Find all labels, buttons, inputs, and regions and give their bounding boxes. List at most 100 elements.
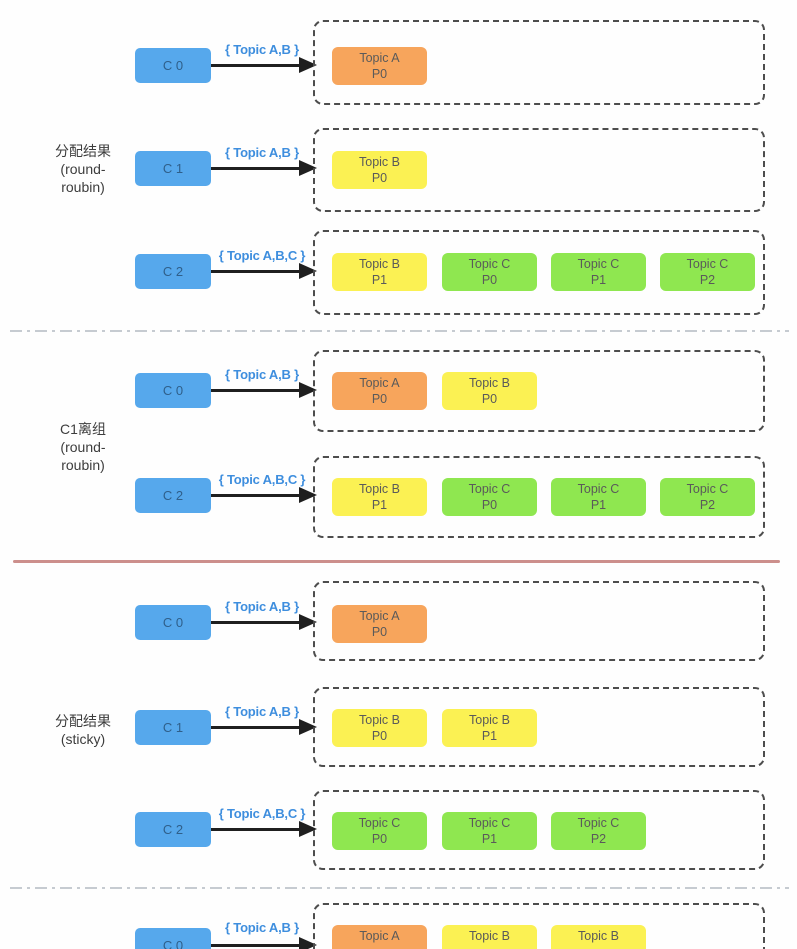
partition-container: Topic B P1 Topic C P0 Topic C P1 Topic C…	[313, 230, 765, 315]
partition-container: Topic B P0 Topic B P1	[313, 687, 765, 767]
partition-box: Topic A	[332, 925, 427, 949]
partition-box: Topic B P0	[332, 151, 427, 189]
arrow-right-icon	[211, 57, 317, 73]
section-separator	[10, 887, 789, 889]
partition-topic-label: Topic C	[468, 257, 511, 271]
partition-box: Topic B P1	[332, 253, 427, 291]
partition-topic-label: Topic A	[359, 929, 400, 943]
partition-id-label: P0	[371, 392, 388, 406]
consumer-box: C 0	[135, 373, 211, 408]
partition-id-label: P1	[371, 498, 388, 512]
partition-id-label: P0	[371, 67, 388, 81]
partition-topic-label: Topic C	[468, 816, 511, 830]
partition-box: Topic C P2	[660, 478, 755, 516]
partition-topic-label: Topic B	[469, 929, 510, 943]
consumer-box: C 0	[135, 48, 211, 83]
partition-box: Topic A P0	[332, 605, 427, 643]
consumer-box: C 1	[135, 151, 211, 186]
partition-id-label: P0	[481, 392, 498, 406]
partition-box: Topic C P0	[442, 478, 537, 516]
partition-id-label: P0	[481, 273, 498, 287]
partition-topic-label: Topic B	[469, 376, 510, 390]
partition-topic-label: Topic C	[468, 482, 511, 496]
partition-container: Topic A P0 Topic B P0	[313, 350, 765, 432]
subscription-label: { Topic A,B }	[225, 145, 299, 160]
section-separator-red	[13, 560, 780, 563]
arrow-right-icon	[211, 487, 317, 503]
subscription-label: { Topic A,B }	[225, 42, 299, 57]
partition-container: Topic A P0	[313, 581, 765, 661]
partition-container: Topic A P0	[313, 20, 765, 105]
partition-id-label: P0	[481, 498, 498, 512]
partition-box: Topic B	[551, 925, 646, 949]
partition-container: Topic B P1 Topic C P0 Topic C P1 Topic C…	[313, 456, 765, 538]
partition-id-label: P1	[590, 273, 607, 287]
arrow-right-icon	[211, 382, 317, 398]
partition-box: Topic C P2	[551, 812, 646, 850]
partition-topic-label: Topic B	[359, 713, 400, 727]
partition-topic-label: Topic A	[359, 609, 400, 623]
partition-container: Topic C P0 Topic C P1 Topic C P2	[313, 790, 765, 870]
partition-id-label: P2	[699, 273, 716, 287]
arrow-right-icon	[211, 160, 317, 176]
partition-container: Topic A Topic B Topic B	[313, 903, 765, 949]
consumer-box: C 2	[135, 254, 211, 289]
partition-box: Topic B P1	[442, 709, 537, 747]
subscription-label: { Topic A,B }	[225, 704, 299, 719]
subscription-label: { Topic A,B,C }	[218, 806, 306, 821]
partition-box: Topic C P0	[332, 812, 427, 850]
partition-id-label: P0	[371, 832, 388, 846]
arrow-right-icon	[211, 821, 317, 837]
subscription-label: { Topic A,B,C }	[218, 248, 306, 263]
consumer-box: C 1	[135, 710, 211, 745]
partition-topic-label: Topic B	[359, 482, 400, 496]
partition-id-label: P0	[371, 171, 388, 185]
partition-id-label: P1	[371, 273, 388, 287]
partition-box: Topic C P1	[551, 253, 646, 291]
section-separator	[10, 330, 789, 332]
arrow-right-icon	[211, 937, 317, 949]
partition-topic-label: Topic C	[577, 816, 620, 830]
partition-box: Topic C P2	[660, 253, 755, 291]
partition-topic-label: Topic B	[469, 713, 510, 727]
partition-topic-label: Topic C	[577, 482, 620, 496]
partition-topic-label: Topic B	[578, 929, 619, 943]
partition-topic-label: Topic C	[358, 816, 401, 830]
partition-topic-label: Topic B	[359, 257, 400, 271]
partition-box: Topic A P0	[332, 47, 427, 85]
partition-topic-label: Topic A	[359, 51, 400, 65]
subscription-label: { Topic A,B }	[225, 367, 299, 382]
partition-topic-label: Topic C	[577, 257, 620, 271]
section-label-round-robin: 分配结果 (round- roubin)	[55, 143, 111, 195]
partition-topic-label: Topic C	[686, 257, 729, 271]
partition-id-label: P2	[699, 498, 716, 512]
partition-id-label: P1	[481, 729, 498, 743]
section-label-sticky: 分配结果 (sticky)	[55, 713, 111, 747]
partition-id-label: P0	[371, 729, 388, 743]
partition-box: Topic B	[442, 925, 537, 949]
partition-box: Topic C P0	[442, 253, 537, 291]
partition-id-label: P2	[590, 832, 607, 846]
consumer-box: C 2	[135, 478, 211, 513]
consumer-box: C 0	[135, 605, 211, 640]
partition-topic-label: Topic C	[686, 482, 729, 496]
partition-box: Topic A P0	[332, 372, 427, 410]
partition-container: Topic B P0	[313, 128, 765, 212]
partition-topic-label: Topic A	[359, 376, 400, 390]
partition-id-label: P1	[590, 498, 607, 512]
subscription-label: { Topic A,B }	[225, 599, 299, 614]
partition-box: Topic C P1	[551, 478, 646, 516]
arrow-right-icon	[211, 614, 317, 630]
consumer-box: C 2	[135, 812, 211, 847]
partition-box: Topic B P0	[332, 709, 427, 747]
partition-box: Topic B P1	[332, 478, 427, 516]
partition-topic-label: Topic B	[359, 155, 400, 169]
subscription-label: { Topic A,B,C }	[218, 472, 306, 487]
section-label-c1-leaves: C1离组 (round- roubin)	[60, 421, 106, 473]
partition-id-label: P0	[371, 625, 388, 639]
partition-box: Topic C P1	[442, 812, 537, 850]
consumer-box: C 0	[135, 928, 211, 949]
subscription-label: { Topic A,B }	[225, 920, 299, 935]
arrow-right-icon	[211, 719, 317, 735]
